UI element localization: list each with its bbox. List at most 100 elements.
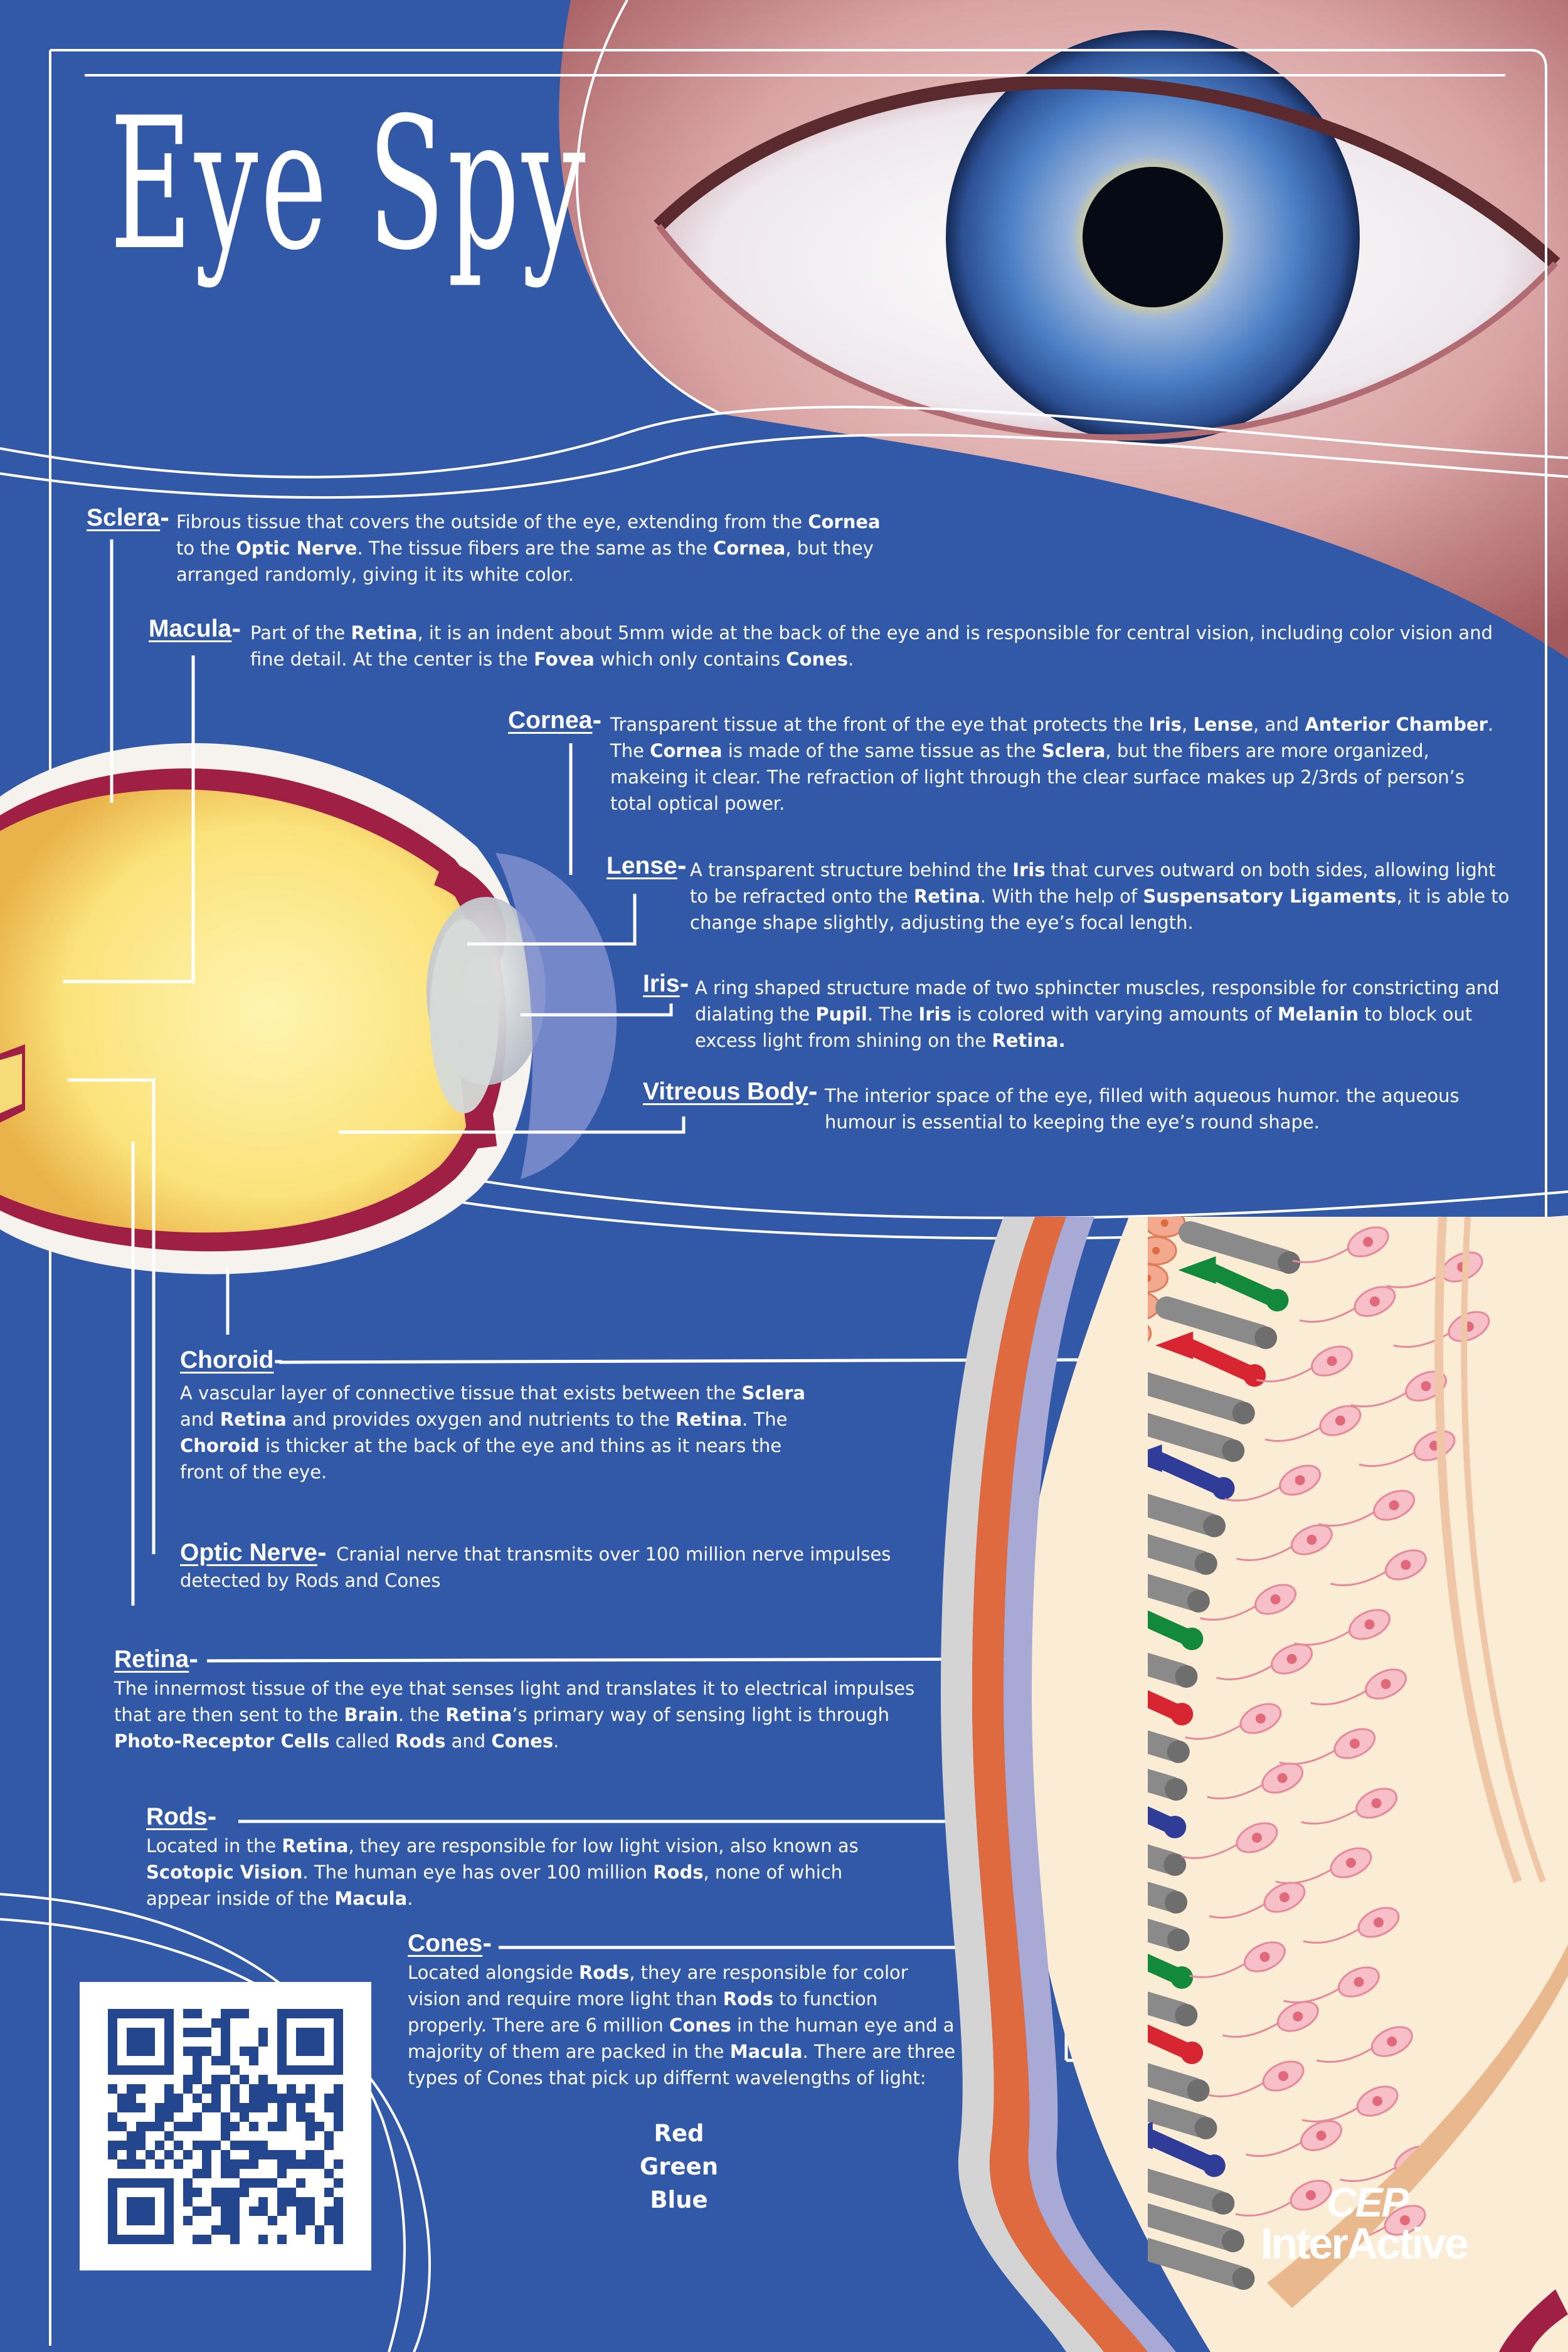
- pigment-nucleus: [1071, 2075, 1078, 2082]
- neuron-axon: [1256, 1366, 1314, 1382]
- qr-module: [221, 2018, 230, 2028]
- qr-module: [117, 2094, 127, 2103]
- red-cone-nucleus: [1243, 1364, 1266, 1387]
- qr-module: [305, 2150, 315, 2159]
- qr-module: [287, 2197, 296, 2206]
- qr-module: [324, 2141, 334, 2150]
- rod-cell: [1148, 1974, 1193, 2025]
- blue-cone-body: [1148, 1450, 1227, 1495]
- qr-module: [193, 2235, 202, 2244]
- qr-module: [108, 2141, 117, 2150]
- neuron-nucleus: [1295, 1475, 1305, 1485]
- qr-module: [193, 2009, 202, 2018]
- pigment-nucleus: [1083, 2130, 1090, 2137]
- neuron-axon: [1246, 2141, 1303, 2157]
- lense-entry: Lense- A transparent structure behind th…: [607, 853, 1510, 936]
- rod-nucleus: [1278, 1251, 1301, 1274]
- qr-module: [127, 2150, 136, 2159]
- qr-module: [193, 2056, 202, 2065]
- rod-cell: [1148, 1485, 1221, 1535]
- qr-module: [258, 2206, 268, 2216]
- qr-module: [183, 2188, 193, 2197]
- qr-module: [230, 2169, 240, 2178]
- green-cone-body: [1148, 1939, 1185, 1984]
- macula-entry: Macula- Part of the Retina, it is an ind…: [149, 616, 1497, 672]
- cone-color-green: Green: [639, 2153, 719, 2180]
- qr-module: [334, 2094, 343, 2103]
- qr-module: [221, 2188, 230, 2197]
- qr-module: [240, 2103, 249, 2112]
- qr-module: [183, 2197, 193, 2206]
- qr-module: [287, 2188, 296, 2197]
- rod-cell: [1148, 1372, 1250, 1422]
- qr-module: [324, 2103, 334, 2112]
- qr-module: [324, 2131, 334, 2141]
- qr-module: [127, 2159, 136, 2169]
- qr-module: [164, 2084, 174, 2094]
- cep-interactive-logo: CEP InterActive: [1261, 2181, 1512, 2265]
- qr-module: [258, 2197, 268, 2206]
- qr-module: [221, 2122, 230, 2131]
- qr-module: [315, 2225, 324, 2235]
- macula-definition: Part of the Retina, it is an indent abou…: [250, 622, 1493, 670]
- neuron-nucleus: [1400, 2215, 1411, 2225]
- qr-module: [136, 2084, 146, 2094]
- qr-module: [249, 2103, 258, 2112]
- qr-module: [230, 2141, 240, 2150]
- qr-module: [249, 2094, 258, 2103]
- neuron-nucleus: [1371, 1798, 1382, 1808]
- pigment-nucleus: [1089, 2158, 1097, 2165]
- neuron-nucleus: [1335, 1416, 1345, 1426]
- qr-module: [315, 2235, 324, 2244]
- qr-module: [240, 2159, 249, 2169]
- qr-code: [80, 1982, 371, 2270]
- qr-module: [249, 2056, 258, 2065]
- green-cone-body: [1201, 1262, 1281, 1306]
- rod-nucleus: [1163, 1853, 1187, 1876]
- qr-module: [268, 2122, 277, 2131]
- qr-module: [193, 2112, 202, 2122]
- qr-module: [277, 2206, 287, 2216]
- rod-nucleus: [1254, 1327, 1278, 1349]
- rod-cell: [1148, 1899, 1185, 1949]
- qr-module: [258, 2094, 268, 2103]
- qr-module: [193, 2028, 202, 2037]
- qr-module: [230, 2094, 240, 2103]
- qr-module: [230, 2159, 240, 2169]
- qr-module: [221, 2131, 230, 2141]
- rod-cell: [1148, 2237, 1250, 2288]
- qr-module: [221, 2028, 230, 2037]
- qr-module: [193, 2065, 202, 2075]
- qr-module: [174, 2159, 183, 2169]
- qr-module: [277, 2150, 287, 2159]
- qr-module: [258, 2141, 268, 2150]
- optic-nerve-term: Optic Nerve: [180, 1539, 317, 1566]
- qr-module: [202, 2206, 211, 2216]
- rods-term: Rods: [146, 1803, 208, 1830]
- qr-module: [240, 2188, 249, 2197]
- neuron-axon: [1340, 2166, 1397, 2182]
- qr-module: [334, 2122, 343, 2131]
- qr-module: [268, 2216, 277, 2225]
- pigment-nucleus: [1160, 1219, 1168, 1227]
- qr-module: [277, 2159, 287, 2169]
- qr-module: [334, 2206, 343, 2216]
- rod-cell: [1155, 1296, 1273, 1347]
- rod-nucleus: [1203, 1515, 1226, 1537]
- qr-module: [221, 2216, 230, 2225]
- optic-nerve-entry: Optic Nerve- Cranial nerve that transmit…: [180, 1539, 891, 1592]
- rod-nucleus: [1232, 1402, 1255, 1424]
- lense-definition: A transparent structure behind the Iris …: [690, 859, 1510, 933]
- qr-module: [230, 2084, 240, 2094]
- rod-nucleus: [1175, 1665, 1198, 1688]
- qr-module: [108, 2150, 117, 2159]
- qr-module: [164, 2150, 174, 2159]
- neuron-nucleus: [1349, 1739, 1360, 1749]
- qr-module: [287, 2084, 296, 2094]
- qr-module: [334, 2103, 343, 2112]
- qr-module: [193, 2094, 202, 2103]
- qr-module: [117, 2103, 127, 2112]
- cone-color-list: Red Green Blue: [627, 2117, 731, 2217]
- qr-module: [136, 2103, 146, 2112]
- rod-cell: [1148, 1823, 1182, 1874]
